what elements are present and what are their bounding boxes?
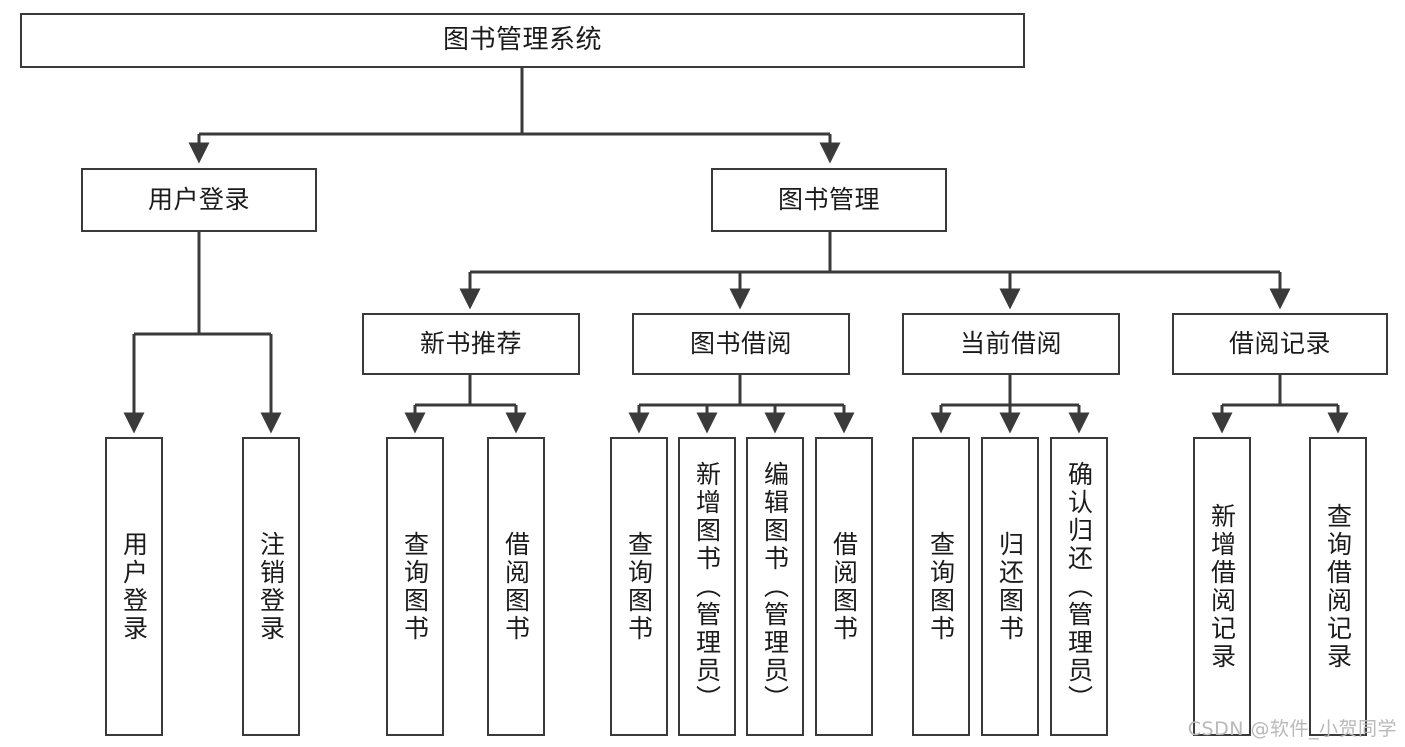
- node-leaf-add-book[interactable]: 新增图书（管理员）: [678, 437, 736, 736]
- node-leaf-borrow-book-newbook-label: 借阅图书: [501, 530, 531, 643]
- node-book-borrow-label: 图书借阅: [689, 329, 792, 359]
- node-new-book-recommend-label: 新书推荐: [419, 329, 522, 359]
- node-leaf-query-borrow-record-label: 查询借阅记录: [1323, 502, 1353, 671]
- node-borrow-records-label: 借阅记录: [1228, 329, 1331, 359]
- node-new-book-recommend[interactable]: 新书推荐: [362, 313, 580, 375]
- node-leaf-add-borrow-record[interactable]: 新增借阅记录: [1193, 437, 1251, 736]
- node-leaf-confirm-return[interactable]: 确认归还（管理员）: [1050, 437, 1108, 736]
- node-leaf-borrow-book-borrow-label: 借阅图书: [829, 530, 859, 643]
- node-root[interactable]: 图书管理系统: [20, 13, 1025, 68]
- node-leaf-borrow-book-borrow[interactable]: 借阅图书: [815, 437, 873, 736]
- node-leaf-user-logout-label: 注销登录: [256, 530, 286, 643]
- node-leaf-add-book-label: 新增图书（管理员）: [692, 460, 722, 713]
- node-leaf-edit-book[interactable]: 编辑图书（管理员）: [746, 437, 804, 736]
- node-book-management[interactable]: 图书管理: [711, 168, 947, 232]
- node-leaf-query-book-borrow[interactable]: 查询图书: [610, 437, 668, 736]
- node-leaf-query-book-current-label: 查询图书: [926, 530, 956, 643]
- node-leaf-user-logout[interactable]: 注销登录: [242, 437, 300, 736]
- node-leaf-query-book-newbook-label: 查询图书: [400, 530, 430, 643]
- node-leaf-borrow-book-newbook[interactable]: 借阅图书: [487, 437, 545, 736]
- node-leaf-confirm-return-label: 确认归还（管理员）: [1064, 460, 1094, 713]
- node-user-login[interactable]: 用户登录: [81, 168, 317, 232]
- node-leaf-query-book-borrow-label: 查询图书: [624, 530, 654, 643]
- node-user-login-label: 用户登录: [147, 185, 250, 215]
- node-borrow-records[interactable]: 借阅记录: [1172, 313, 1388, 375]
- node-current-borrow-label: 当前借阅: [959, 329, 1062, 359]
- node-book-management-label: 图书管理: [777, 185, 880, 215]
- node-leaf-user-login[interactable]: 用户登录: [105, 437, 163, 736]
- node-leaf-return-book-label: 归还图书: [995, 530, 1025, 643]
- node-leaf-query-book-current[interactable]: 查询图书: [912, 437, 970, 736]
- node-leaf-return-book[interactable]: 归还图书: [981, 437, 1039, 736]
- node-current-borrow[interactable]: 当前借阅: [902, 313, 1120, 375]
- node-leaf-query-borrow-record[interactable]: 查询借阅记录: [1309, 437, 1367, 736]
- node-leaf-query-book-newbook[interactable]: 查询图书: [386, 437, 444, 736]
- node-leaf-user-login-label: 用户登录: [119, 530, 149, 643]
- node-book-borrow[interactable]: 图书借阅: [632, 313, 850, 375]
- node-leaf-edit-book-label: 编辑图书（管理员）: [760, 460, 790, 713]
- node-root-label: 图书管理系统: [442, 25, 602, 56]
- node-leaf-add-borrow-record-label: 新增借阅记录: [1207, 502, 1237, 671]
